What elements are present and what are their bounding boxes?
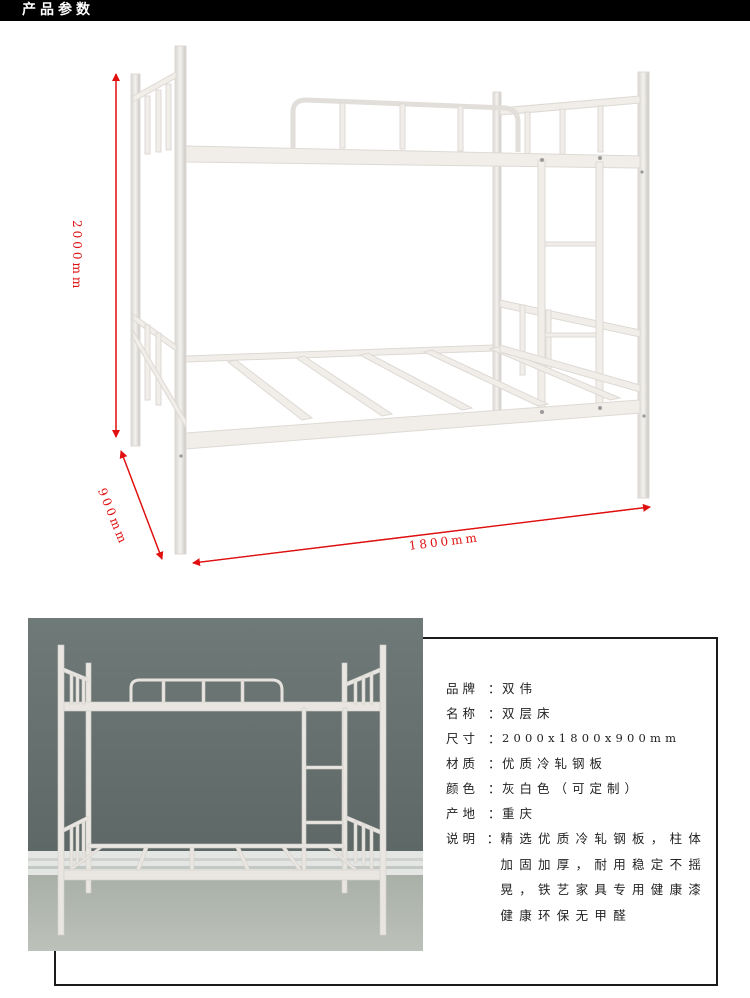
spec-value: 灰白色（可定制） (502, 781, 643, 796)
spec-colon: ： (488, 756, 501, 771)
spec-label: 尺寸 (446, 731, 480, 746)
product-photo (28, 618, 423, 951)
spec-label: 颜色 (446, 781, 480, 796)
spec-value: 重庆 (502, 806, 538, 821)
spec-row-name: 名称 ： 双层床 (446, 701, 716, 726)
spec-label: 材质 (446, 756, 480, 771)
spec-label: 说明 (446, 831, 480, 846)
spec-colon: ： (486, 831, 500, 846)
spec-row-color: 颜色 ： 灰白色（可定制） (446, 776, 716, 801)
height-dimension-label: 2000mm (70, 220, 84, 292)
spec-colon: ： (488, 681, 501, 696)
spec-colon: ： (488, 706, 501, 721)
spec-value: 双伟 (502, 681, 538, 696)
spec-label: 产地 (446, 806, 480, 821)
spec-value: 精选优质冷轧钢板，柱体加固加厚，耐用稳定不摇晃，铁艺家具专用健康漆健康环保无甲醛 (500, 831, 708, 923)
spec-colon: ： (488, 731, 501, 746)
spec-row-origin: 产地 ： 重庆 (446, 801, 716, 826)
spec-list: 品牌 ： 双伟 名称 ： 双层床 尺寸 ： 2000x1800x900mm 材质… (446, 676, 716, 928)
spec-value: 优质冷轧钢板 (502, 756, 608, 771)
spec-value: 2000x1800x900mm (502, 731, 681, 745)
spec-row-size: 尺寸 ： 2000x1800x900mm (446, 726, 716, 751)
spec-value: 双层床 (502, 706, 555, 721)
spec-colon: ： (488, 806, 501, 821)
spec-label: 名称 (446, 706, 480, 721)
spec-row-material: 材质 ： 优质冷轧钢板 (446, 751, 716, 776)
bunk-bed-diagram-illustration (112, 45, 651, 567)
spec-colon: ： (488, 781, 501, 796)
bunk-bed-photo-illustration (28, 618, 423, 951)
section-header-bar: 产品参数 (0, 0, 750, 21)
section-title: 产品参数 (22, 2, 94, 18)
spec-row-brand: 品牌 ： 双伟 (446, 676, 716, 701)
dimension-diagram (0, 21, 750, 611)
spec-label: 品牌 (446, 681, 480, 696)
spec-row-description: 说明 ： 精选优质冷轧钢板，柱体加固加厚，耐用稳定不摇晃，铁艺家具专用健康漆健康… (446, 826, 716, 928)
